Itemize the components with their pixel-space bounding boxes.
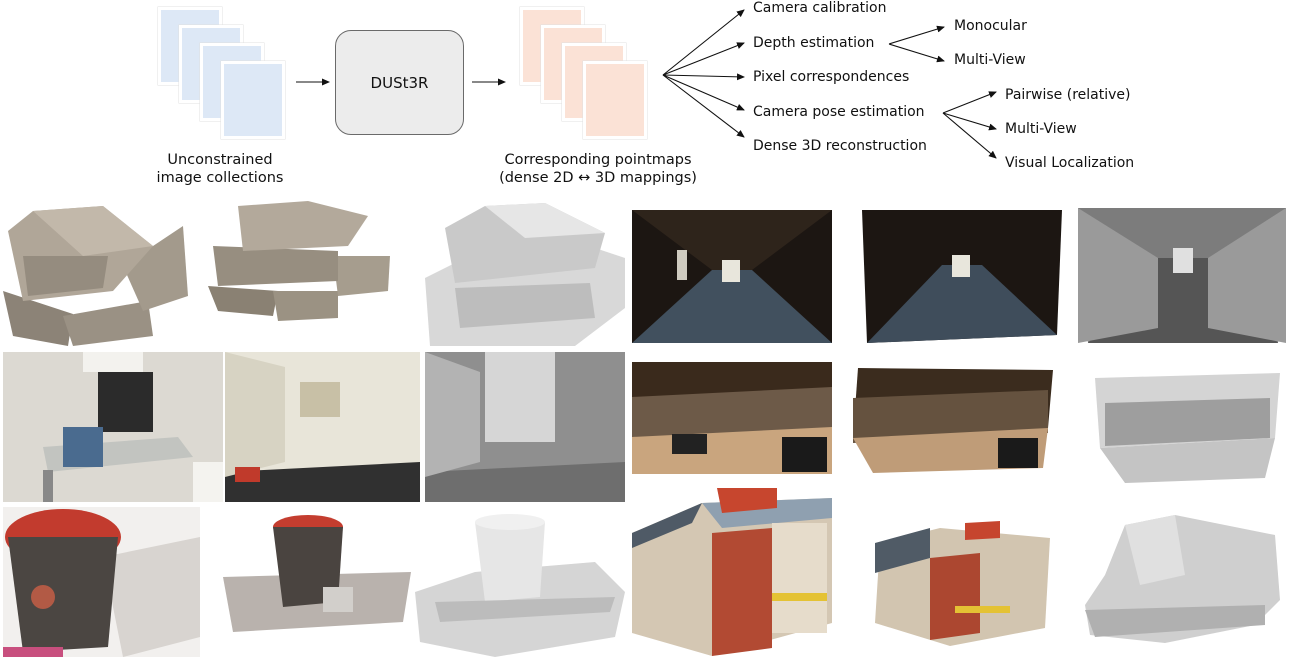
arrow-to-pose	[662, 74, 745, 111]
can-photo	[3, 507, 200, 657]
auditorium-pointcloud	[848, 368, 1058, 473]
bricks-photo	[3, 196, 188, 346]
bricks-mesh	[425, 198, 625, 346]
arrow-to-calibration	[662, 9, 745, 76]
task-visual-localization: Visual Localization	[1005, 155, 1135, 171]
task-camera-calibration: Camera calibration	[753, 0, 887, 16]
input-page	[221, 61, 285, 139]
arrow-to-depth	[662, 42, 745, 76]
output-caption-line2: (dense 2D ↔ 3D mappings)	[499, 170, 697, 186]
arrow-to-reconstruction	[662, 74, 745, 138]
arrow-to-monocular	[888, 25, 945, 45]
office-photo	[3, 352, 223, 502]
corridor-pointcloud	[862, 210, 1062, 343]
buildings-photo	[632, 483, 832, 656]
task-depth-estimation: Depth estimation	[753, 35, 875, 51]
task-camera-pose-estimation: Camera pose estimation	[753, 104, 925, 120]
model-label: DUSt3R	[370, 73, 429, 92]
input-caption-line2: image collections	[156, 170, 284, 186]
buildings-mesh	[1085, 515, 1285, 643]
output-caption-line1: Corresponding pointmaps	[504, 152, 692, 168]
corridor-mesh	[1078, 208, 1286, 343]
auditorium-mesh	[1085, 368, 1285, 483]
task-depth-multiview: Multi-View	[954, 52, 1026, 68]
office-pointcloud	[225, 352, 420, 502]
pipeline-arrows	[296, 9, 997, 159]
buildings-pointcloud	[870, 518, 1060, 646]
output-caption: Corresponding pointmaps (dense 2D ↔ 3D m…	[480, 151, 716, 187]
input-caption: Unconstrained image collections	[130, 151, 310, 187]
can-mesh	[415, 512, 625, 657]
task-pixel-correspondences: Pixel correspondences	[753, 69, 910, 85]
arrow-to-depth-multiview	[888, 43, 945, 63]
model-box: DUSt3R	[335, 30, 464, 135]
arrow-to-localization	[942, 112, 997, 159]
pointmap-page	[583, 61, 647, 139]
task-dense-reconstruction: Dense 3D reconstruction	[753, 138, 927, 154]
task-monocular: Monocular	[954, 18, 1027, 34]
arrow-to-pose-multiview	[942, 112, 997, 131]
input-caption-line1: Unconstrained	[167, 152, 273, 168]
office-mesh	[425, 352, 625, 502]
corridor-photo	[632, 210, 832, 343]
can-pointcloud	[213, 512, 411, 642]
auditorium-photo	[632, 362, 832, 474]
task-pose-multiview: Multi-View	[1005, 121, 1077, 137]
task-pairwise: Pairwise (relative)	[1005, 87, 1131, 103]
bricks-pointcloud	[198, 196, 398, 326]
arrow-to-correspondences	[662, 73, 745, 81]
arrow-to-pairwise	[942, 91, 997, 114]
